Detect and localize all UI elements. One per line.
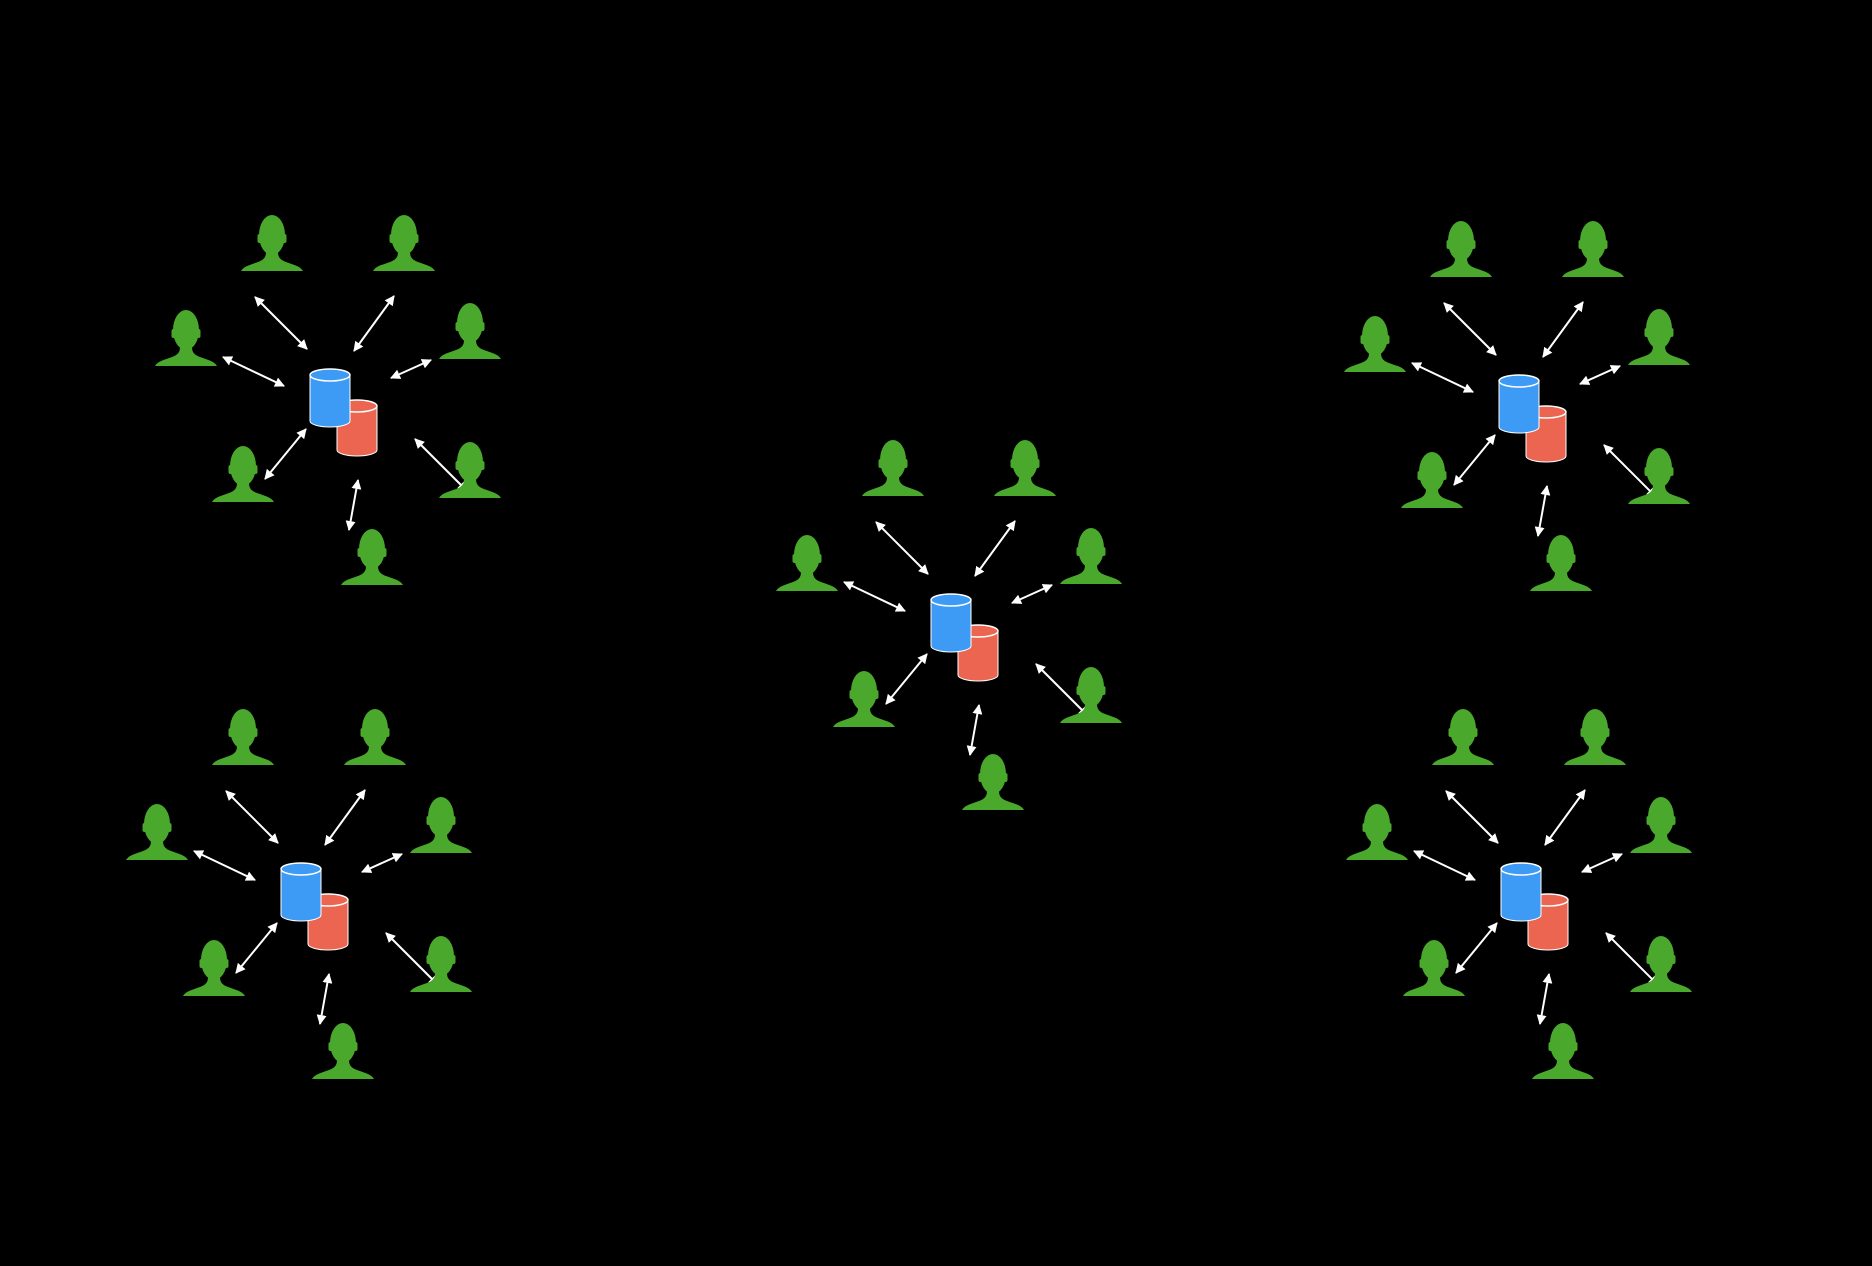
- connection-arrow: [1413, 850, 1476, 881]
- user-icon: [962, 754, 1024, 810]
- user-icon: [212, 446, 274, 502]
- connection-arrow: [1443, 302, 1497, 356]
- user-icon: [1564, 709, 1626, 765]
- user-icon: [1060, 667, 1122, 723]
- user-icon: [1432, 709, 1494, 765]
- primary-database-icon: [309, 368, 351, 428]
- connection-arrow: [345, 479, 362, 531]
- user-icon: [776, 535, 838, 591]
- user-icon: [312, 1023, 374, 1079]
- connection-arrow: [885, 653, 928, 705]
- connection-arrow: [1455, 922, 1498, 974]
- user-icon: [439, 303, 501, 359]
- connection-arrow: [966, 704, 983, 756]
- connection-arrow: [222, 356, 285, 387]
- user-icon: [212, 709, 274, 765]
- connection-arrow: [1453, 434, 1496, 486]
- user-icon: [344, 709, 406, 765]
- connection-arrow: [385, 932, 439, 986]
- connection-arrow: [353, 295, 395, 352]
- connection-arrow: [1581, 853, 1623, 873]
- connection-arrow: [1534, 485, 1551, 537]
- user-icon: [1346, 804, 1408, 860]
- connection-arrow: [1544, 789, 1586, 846]
- connection-arrow: [264, 428, 307, 480]
- connection-arrow: [1011, 584, 1053, 604]
- cluster-bottom-right: [1346, 709, 1692, 1079]
- user-icon: [1532, 1023, 1594, 1079]
- cluster-top-right: [1344, 221, 1690, 591]
- connection-arrow: [1603, 444, 1657, 498]
- primary-database-icon: [930, 593, 972, 653]
- connection-arrow: [1536, 973, 1553, 1025]
- connection-arrow: [254, 296, 308, 350]
- user-icon: [126, 804, 188, 860]
- connection-arrow: [875, 521, 929, 575]
- primary-database-icon: [1498, 374, 1540, 434]
- connection-arrow: [324, 789, 366, 846]
- connection-arrow: [316, 973, 333, 1025]
- connection-arrow: [1035, 663, 1089, 717]
- user-icon: [410, 797, 472, 853]
- user-icon: [183, 940, 245, 996]
- user-icon: [1344, 316, 1406, 372]
- user-icon: [155, 310, 217, 366]
- connection-arrow: [1445, 790, 1499, 844]
- user-icon: [1430, 221, 1492, 277]
- user-icon: [1630, 936, 1692, 992]
- user-icon: [410, 936, 472, 992]
- user-icon: [241, 215, 303, 271]
- cluster-top-left: [155, 215, 501, 585]
- connection-arrow: [974, 520, 1016, 577]
- connection-arrow: [235, 922, 278, 974]
- connection-arrow: [1579, 365, 1621, 385]
- user-icon: [1530, 535, 1592, 591]
- cluster-bottom-left: [126, 709, 472, 1079]
- connection-arrow: [225, 790, 279, 844]
- user-icon: [373, 215, 435, 271]
- connection-arrow: [193, 850, 256, 881]
- user-icon: [1401, 452, 1463, 508]
- primary-database-icon: [280, 862, 322, 922]
- user-icon: [1628, 309, 1690, 365]
- clusters-layer: [126, 215, 1692, 1079]
- user-icon: [1403, 940, 1465, 996]
- user-icon: [1630, 797, 1692, 853]
- user-icon: [994, 440, 1056, 496]
- connection-arrow: [843, 581, 906, 612]
- user-icon: [833, 671, 895, 727]
- user-icon: [1060, 528, 1122, 584]
- user-icon: [862, 440, 924, 496]
- cluster-center: [776, 440, 1122, 810]
- connection-arrow: [1542, 301, 1584, 358]
- user-icon: [341, 529, 403, 585]
- connection-arrow: [361, 853, 403, 873]
- user-icon: [439, 442, 501, 498]
- connection-arrow: [1411, 362, 1474, 393]
- user-icon: [1562, 221, 1624, 277]
- primary-database-icon: [1500, 862, 1542, 922]
- user-icon: [1628, 448, 1690, 504]
- connection-arrow: [1605, 932, 1659, 986]
- connection-arrow: [390, 359, 432, 379]
- connection-arrow: [414, 438, 468, 492]
